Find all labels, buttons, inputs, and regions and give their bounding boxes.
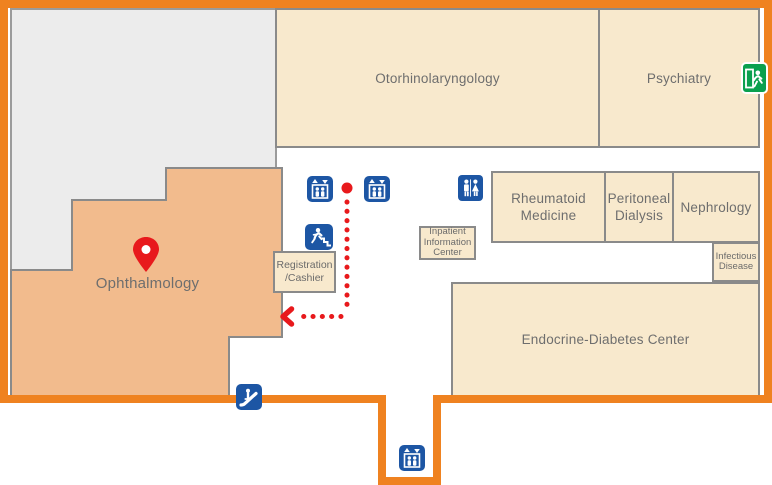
elevator-icon <box>399 445 425 471</box>
room-label: Otorhinolaryngology <box>375 70 500 86</box>
elevator-icon <box>307 176 333 202</box>
box-label-line: /Cashier <box>284 272 325 284</box>
room-endocrine-diabetes-center: Endocrine-Diabetes Center <box>451 282 760 397</box>
box-label-line: Registration <box>276 259 333 271</box>
map-bottom-corridor <box>378 395 441 485</box>
emergency-exit-icon <box>741 62 768 94</box>
room-label-ophthalmology: Ophthalmology <box>95 275 200 292</box>
room-label-line: Peritoneal <box>607 191 671 206</box>
escalator-icon <box>236 384 262 410</box>
room-label: Nephrology <box>680 199 752 215</box>
box-label-line: Information <box>423 236 472 248</box>
registration-cashier-box: Registration /Cashier <box>273 251 336 293</box>
restroom-icon <box>458 175 483 201</box>
room-psychiatry: Psychiatry <box>598 8 760 148</box>
room-infectious-disease: Infectious Disease <box>712 242 760 282</box>
room-peritoneal-dialysis: Peritoneal Dialysis <box>604 171 674 243</box>
room-otorhinolaryngology: Otorhinolaryngology <box>275 8 600 148</box>
room-label-line: Dialysis <box>614 208 664 223</box>
stairs-icon <box>305 224 333 250</box>
room-label: Endocrine-Diabetes Center <box>521 332 690 347</box>
inpatient-information-center-box: Inpatient Information Center <box>419 226 476 260</box>
room-label-line: Infectious <box>715 250 757 262</box>
room-rheumatoid-medicine: Rheumatoid Medicine <box>491 171 606 243</box>
room-nephrology: Nephrology <box>672 171 760 243</box>
box-label-line: Center <box>433 247 462 259</box>
room-label-line: Disease <box>718 261 754 272</box>
room-label-line: Rheumatoid <box>511 191 586 206</box>
room-label: Psychiatry <box>646 70 712 86</box>
box-label-line: Inpatient <box>429 226 466 238</box>
room-label-line: Medicine <box>520 208 577 223</box>
elevator-icon <box>364 176 390 202</box>
